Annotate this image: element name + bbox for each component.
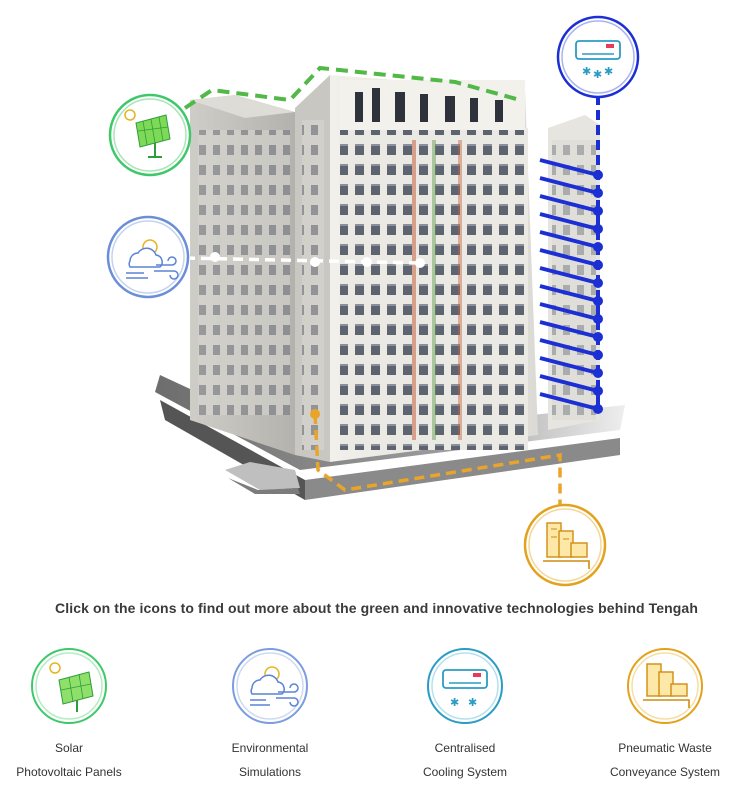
tech-solar-line1: Solar [54, 741, 83, 755]
tech-waste-line1: Pneumatic Waste [618, 741, 712, 755]
solar-route-line [183, 65, 521, 110]
buildings-pipe-icon[interactable] [627, 648, 703, 724]
cooling-route-nodes [593, 170, 603, 414]
cooling-route-lines [539, 95, 600, 412]
tech-environmental-line2: Simulations [238, 765, 302, 779]
svg-text:✱: ✱ [582, 65, 591, 78]
tech-waste[interactable]: Pneumatic Waste Conveyance System [570, 648, 753, 784]
svg-text:✱: ✱ [468, 696, 477, 709]
hero-cooling-icon[interactable]: ✱ ✱ ✱ [556, 15, 640, 99]
hero-environmental-icon[interactable] [106, 215, 190, 299]
tech-solar[interactable]: Solar Photovoltaic Panels [0, 648, 164, 784]
svg-text:✱: ✱ [593, 68, 602, 81]
tech-environmental-line1: Environmental [231, 741, 309, 755]
tech-cooling[interactable]: ✱ ✱ Centralised Cooling System [370, 648, 560, 784]
building-illustration: ✱ ✱ ✱ [106, 15, 640, 587]
environmental-route-line [184, 252, 425, 268]
main-tower-side [295, 75, 330, 462]
svg-text:✱: ✱ [450, 696, 459, 709]
instruction-caption: Click on the icons to find out more abou… [55, 600, 698, 616]
main-tower-front [330, 75, 538, 462]
waste-route-line [310, 409, 562, 510]
tech-waste-line2: Conveyance System [609, 765, 721, 779]
hero-solar-icon[interactable] [108, 93, 192, 177]
solar-panel-icon[interactable] [31, 648, 107, 724]
left-tower [190, 95, 295, 455]
tech-cooling-line2: Cooling System [422, 765, 508, 779]
hero-waste-icon[interactable] [523, 503, 607, 587]
tech-solar-line2: Photovoltaic Panels [16, 765, 122, 779]
cloud-wind-icon[interactable] [232, 648, 308, 724]
tech-cooling-line1: Centralised [434, 741, 496, 755]
svg-text:✱: ✱ [604, 65, 613, 78]
air-conditioner-icon[interactable]: ✱ ✱ [427, 648, 503, 724]
tech-environmental[interactable]: Environmental Simulations [175, 648, 365, 784]
